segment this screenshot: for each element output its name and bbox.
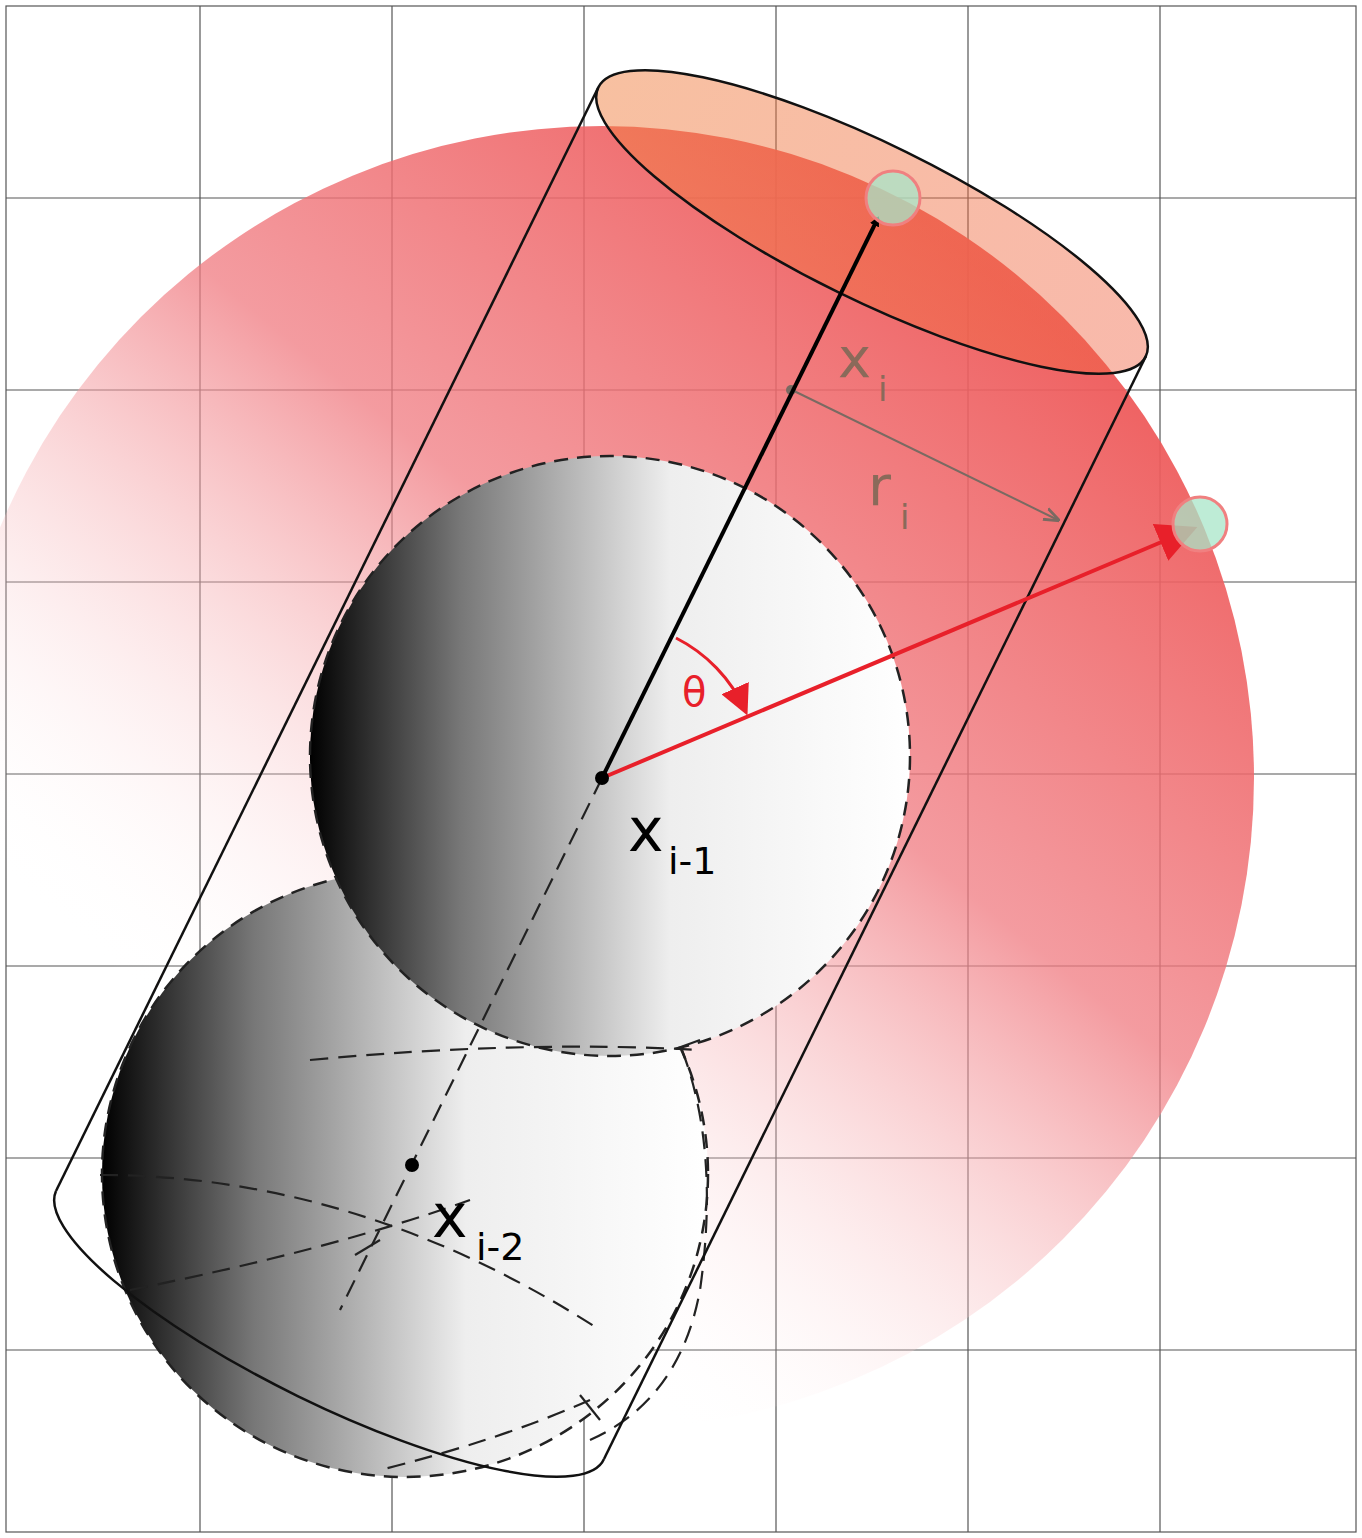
radius-arrow — [792, 390, 1058, 520]
point-label: x — [838, 330, 871, 386]
point-dot — [595, 771, 609, 785]
subscript: i-2 — [476, 1228, 524, 1266]
candidate-point — [1173, 497, 1227, 551]
sphere — [310, 456, 910, 1056]
point-dot — [405, 1158, 419, 1172]
cylinder — [54, 17, 1180, 1476]
candidate-point — [866, 171, 920, 225]
rotated-vector — [602, 530, 1190, 778]
subscript: i — [900, 500, 909, 534]
subscript: i-1 — [668, 842, 716, 880]
point-label: x — [628, 800, 664, 860]
cylinder-cap — [564, 17, 1180, 426]
radius-label: r — [868, 458, 891, 514]
step-vector — [602, 218, 878, 778]
point-label: x — [432, 1186, 468, 1246]
angle-label: θ — [682, 672, 706, 712]
subscript: i — [878, 372, 887, 406]
hidden-lines — [100, 778, 707, 1470]
